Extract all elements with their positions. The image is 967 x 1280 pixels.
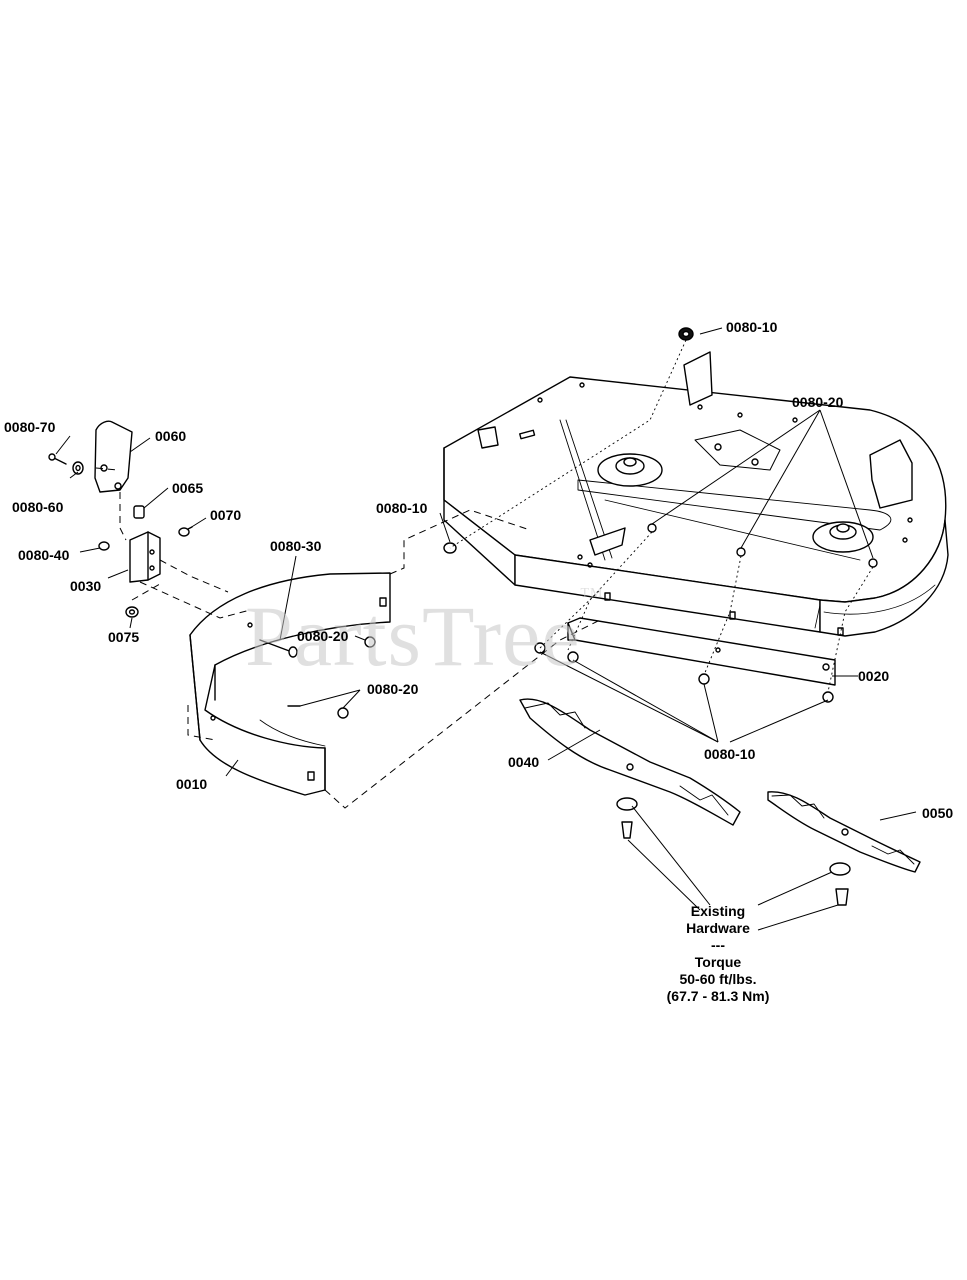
- note-line-2: Hardware: [686, 920, 750, 936]
- label-0060: 0060: [155, 428, 187, 444]
- label-0050: 0050: [922, 805, 954, 821]
- bracket-0030: [129, 531, 161, 583]
- label-0080-20-a: 0080-20: [297, 628, 349, 644]
- blade-0040: [519, 698, 741, 826]
- label-0080-20-b: 0080-20: [367, 681, 419, 697]
- watermark-text: PartsTree: [245, 588, 581, 684]
- note-line-5: 50-60 ft/lbs.: [679, 971, 757, 987]
- label-0010: 0010: [176, 776, 208, 792]
- label-0070: 0070: [210, 507, 242, 523]
- note-line-1: Existing: [690, 903, 746, 919]
- label-0080-40: 0080-40: [18, 547, 70, 563]
- hardware-note: Existing Hardware --- Torque 50-60 ft/lb…: [643, 903, 793, 1005]
- label-0065: 0065: [172, 480, 204, 496]
- note-line-3: ---: [711, 937, 725, 953]
- watermark-tm: TM: [580, 586, 604, 601]
- label-0080-10-bot: 0080-10: [704, 746, 756, 762]
- label-0075: 0075: [108, 629, 140, 645]
- label-0080-30: 0080-30: [270, 538, 322, 554]
- label-0040: 0040: [508, 754, 540, 770]
- label-0080-10-mid: 0080-10: [376, 500, 428, 516]
- mower-deck: [443, 351, 949, 637]
- hardware: [48, 327, 878, 906]
- shield-0010: [189, 572, 391, 796]
- label-0020: 0020: [858, 668, 890, 684]
- label-0080-60: 0080-60: [12, 499, 64, 515]
- blade-0050: [767, 791, 921, 873]
- label-0080-10-top: 0080-10: [726, 319, 778, 335]
- label-0080-20-top: 0080-20: [792, 394, 844, 410]
- label-0030: 0030: [70, 578, 102, 594]
- watermark: PartsTreeTM: [245, 586, 604, 686]
- label-0080-70: 0080-70: [4, 419, 56, 435]
- note-line-6: (67.7 - 81.3 Nm): [666, 988, 770, 1004]
- note-line-4: Torque: [694, 954, 742, 970]
- bracket-0060: [94, 420, 133, 493]
